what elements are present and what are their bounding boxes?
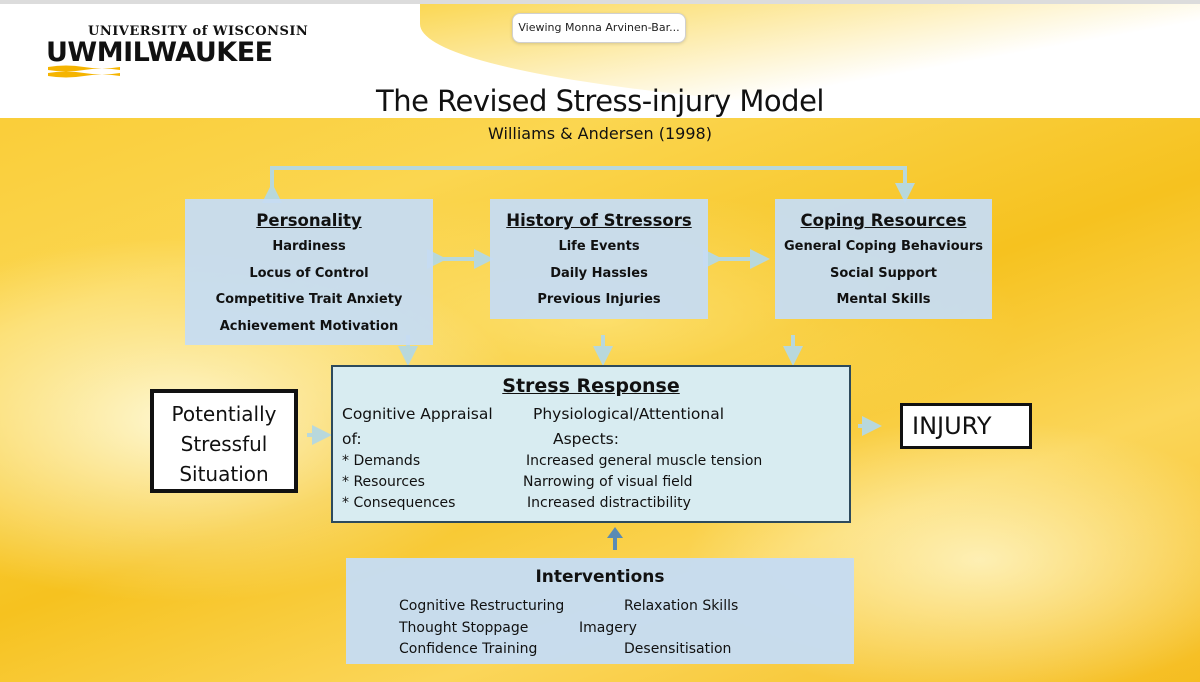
- logo-milwaukee-text: UWMILWAUKEE: [46, 37, 273, 68]
- coping-item: Social Support: [830, 265, 937, 281]
- history-of-stressors-box: History of Stressors Life Events Daily H…: [490, 199, 708, 319]
- window-top-bar: [0, 0, 1200, 4]
- stress-response-box: Stress Response Cognitive Appraisal of: …: [331, 365, 851, 523]
- intervention-item: Desensitisation: [624, 641, 732, 657]
- cognitive-appraisal-heading: Cognitive Appraisal: [342, 405, 493, 423]
- slide-subtitle: Williams & Andersen (1998): [488, 124, 712, 143]
- history-item: Previous Injuries: [537, 292, 661, 307]
- coping-item: Mental Skills: [836, 292, 931, 307]
- situation-line: Situation: [179, 462, 269, 486]
- viewing-indicator[interactable]: Viewing Monna Arvinen-Bar...: [512, 13, 686, 43]
- slide-title: The Revised Stress-injury Model: [376, 84, 824, 118]
- logo-bars-icon: [48, 65, 120, 78]
- personality-item: Hardiness: [272, 239, 346, 254]
- stress-response-heading: Stress Response: [502, 375, 680, 397]
- cognitive-item: * Demands: [342, 453, 421, 469]
- situation-line: Potentially: [171, 402, 277, 426]
- potentially-stressful-situation-box: Potentially Stressful Situation: [150, 389, 298, 493]
- history-item: Life Events: [558, 239, 640, 254]
- cognitive-appraisal-heading-2: of:: [342, 430, 362, 448]
- coping-resources-box: Coping Resources General Coping Behaviou…: [775, 199, 992, 319]
- intervention-item: Cognitive Restructuring: [399, 598, 565, 614]
- uwm-logo: UNIVERSITY of WISCONSIN UWMILWAUKEE: [46, 24, 308, 84]
- intervention-item: Confidence Training: [399, 641, 538, 657]
- physiological-heading: Physiological/Attentional: [533, 405, 725, 423]
- cognitive-item: * Resources: [342, 474, 425, 490]
- physiological-item: Narrowing of visual field: [523, 474, 693, 490]
- coping-heading: Coping Resources: [800, 211, 967, 230]
- top-connector-arrow: [262, 166, 915, 203]
- situation-line: Stressful: [180, 432, 268, 456]
- logo-university-text: UNIVERSITY of WISCONSIN: [88, 24, 309, 39]
- intervention-item: Imagery: [579, 620, 637, 636]
- physiological-item: Increased general muscle tension: [526, 453, 763, 469]
- personality-box: Personality Hardiness Locus of Control C…: [185, 199, 433, 345]
- personality-heading: Personality: [256, 211, 362, 230]
- coping-item: General Coping Behaviours: [783, 239, 984, 254]
- interventions-heading: Interventions: [535, 567, 665, 587]
- personality-item: Locus of Control: [249, 265, 369, 281]
- personality-item: Achievement Motivation: [219, 318, 399, 334]
- cognitive-item: * Consequences: [342, 495, 456, 511]
- history-heading: History of Stressors: [506, 211, 692, 230]
- intervention-item: Relaxation Skills: [624, 598, 739, 614]
- intervention-item: Thought Stoppage: [399, 620, 529, 636]
- personality-item: Competitive Trait Anxiety: [215, 292, 403, 307]
- interventions-box: Interventions Cognitive Restructuring Re…: [346, 558, 854, 664]
- history-item: Daily Hassles: [550, 265, 648, 281]
- physiological-item: Increased distractibility: [527, 495, 691, 511]
- physiological-heading-2: Aspects:: [553, 430, 619, 448]
- injury-box: INJURY: [900, 403, 1032, 449]
